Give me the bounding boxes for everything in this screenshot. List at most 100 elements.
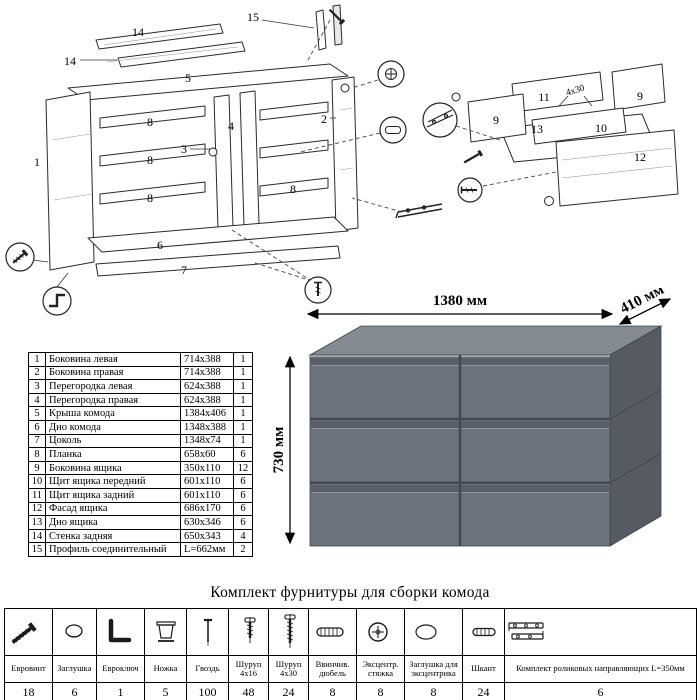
part-label: 8 [147, 191, 153, 205]
construction-lines [231, 19, 557, 282]
hardware-icon-cell [504, 608, 697, 656]
parts-cell-qty: 1 [233, 419, 253, 435]
dresser-body [308, 325, 663, 547]
back-panel-lower [117, 41, 246, 68]
plank [99, 105, 206, 129]
dowel-icon [472, 627, 496, 637]
part-label: 1 [34, 155, 40, 169]
parts-cell-size: 714x388 [180, 365, 234, 381]
hardware-item-label: Эксцентр. стяжка [356, 655, 405, 683]
parts-cell-name: Крыша комода [45, 406, 181, 421]
parts-cell-name: Цоколь [45, 433, 181, 449]
left-side-panel [45, 91, 95, 271]
drawer-facade-panel [555, 129, 679, 207]
hardware-table: Евровинт Заглушка Евроключ Ножка Гвоздь … [4, 608, 697, 700]
hardware-icon-cell [228, 608, 269, 656]
hardware-item-label: Шуруп 4х30 [268, 655, 309, 683]
part-label: 6 [157, 238, 163, 252]
junction-dots [208, 83, 554, 206]
parts-cell-n: 8 [28, 447, 46, 462]
parts-cell-n: 3 [28, 379, 46, 394]
drawer-side-panel-left [467, 93, 527, 143]
plank [259, 139, 329, 159]
hardware-item-qty: 48 [228, 682, 269, 700]
hardware-item-label: Ножка [144, 655, 187, 683]
threaded-dowel-icon [316, 627, 344, 637]
parts-cell-n: 2 [28, 365, 46, 381]
parts-cell-n: 9 [28, 460, 46, 476]
screw-icon [314, 281, 322, 296]
parts-cell-size: 350x110 [180, 460, 234, 476]
hardware-item-qty: 6 [52, 682, 97, 700]
side-face-lines [609, 389, 662, 484]
hardware-qty-row: 18 6 1 5 100 48 24 8 8 8 24 6 [4, 682, 697, 700]
roller-guide-icon [426, 109, 454, 128]
parts-cell-n: 12 [28, 501, 46, 517]
groove-highlights [311, 365, 609, 493]
callout-circle [422, 102, 458, 138]
dresser-top-face [308, 325, 663, 356]
parts-cell-n: 10 [28, 474, 46, 489]
hardware-item-qty: 24 [462, 682, 505, 700]
hardware-item-label: Заглушка для эксцентрика [404, 655, 463, 683]
drawer-front-inner-panel [531, 107, 627, 145]
parts-cell-size: 658x60 [180, 447, 234, 462]
hardware-icon-cell [404, 608, 463, 656]
hardware-item-qty: 8 [404, 682, 463, 700]
loose-fasteners [328, 8, 484, 219]
parts-cell-size: L=662мм [180, 542, 234, 557]
parts-cell-size: 1384x406 [180, 406, 234, 421]
exploded-assembly-diagram: 15 14 14 5 1 8 8 8 3 4 2 8 6 7 11 9 4х30… [5, 4, 679, 316]
partition-left [213, 94, 234, 231]
screw-icon [328, 8, 346, 26]
parts-cell-name: Дно комода [45, 419, 181, 435]
hardware-item-qty: 5 [144, 682, 187, 700]
hardware-item-label: Евровинт [4, 655, 53, 683]
parts-cell-size: 1348x74 [180, 433, 234, 449]
screw-icon [460, 186, 477, 194]
hardware-icon-cell [52, 608, 97, 656]
hardware-item-label: Евроключ [96, 655, 145, 683]
hardware-item-qty: 8 [308, 682, 357, 700]
cabinet-panels [45, 4, 359, 277]
part-label: 11 [538, 90, 550, 104]
drawer-slide-icon [395, 203, 443, 219]
wood-texture-lines [51, 28, 354, 201]
parts-cell-name: Боковина ящика [45, 460, 181, 476]
cap-icon [65, 624, 83, 638]
hardware-item-qty: 8 [356, 682, 405, 700]
part-label: 13 [531, 122, 543, 136]
parts-cell-size: 624x388 [180, 392, 234, 408]
part-label: 5 [185, 71, 191, 85]
screw-icon [463, 149, 484, 164]
parts-cell-qty: 12 [233, 460, 253, 476]
part-label: 12 [634, 150, 646, 164]
parts-cell-name: Планка [45, 447, 181, 462]
parts-cell-qty: 1 [233, 365, 253, 381]
hardware-icon-cell [144, 608, 187, 656]
height-dimension-label: 730 мм [271, 427, 287, 474]
hardware-icon-cell [96, 608, 145, 656]
parts-cell-qty: 2 [233, 542, 253, 557]
parts-cell-n: 13 [28, 515, 46, 530]
phillips-screw-head-icon [385, 68, 397, 80]
plank [259, 177, 329, 197]
part-label: 14 [64, 54, 76, 68]
parts-cell-size: 714x388 [180, 352, 234, 367]
plank [259, 101, 329, 121]
hardware-icon-cell [462, 608, 505, 656]
part-label: 7 [181, 263, 187, 277]
parts-cell-n: 6 [28, 419, 46, 435]
parts-cell-name: Фасад ящика [45, 501, 181, 517]
screw-short-icon [244, 617, 256, 643]
hardware-item-label: Заглушка [52, 655, 97, 683]
hardware-label-row: Евровинт Заглушка Евроключ Ножка Гвоздь … [4, 655, 697, 683]
